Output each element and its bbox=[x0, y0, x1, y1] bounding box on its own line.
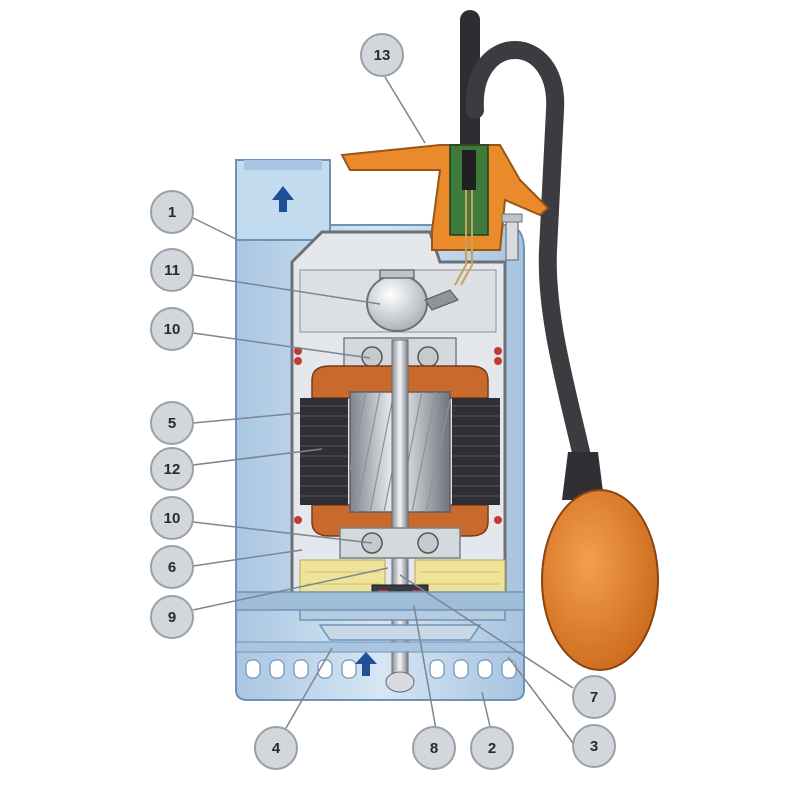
callout-9: 9 bbox=[150, 595, 194, 639]
callout-6: 6 bbox=[150, 545, 194, 589]
svg-text:7: 7 bbox=[590, 689, 598, 706]
float-cable-sleeve bbox=[562, 452, 604, 500]
svg-text:8: 8 bbox=[430, 740, 438, 757]
svg-text:9: 9 bbox=[168, 609, 176, 626]
svg-text:2: 2 bbox=[488, 740, 496, 757]
stator-right bbox=[452, 398, 500, 505]
suction-strainer bbox=[245, 659, 517, 679]
svg-text:13: 13 bbox=[374, 47, 391, 64]
callout-13: 13 bbox=[360, 33, 404, 77]
svg-text:4: 4 bbox=[272, 740, 281, 757]
callout-leaders bbox=[192, 76, 574, 744]
handle bbox=[340, 144, 550, 251]
discharge-flow-arrow bbox=[272, 186, 294, 212]
upper-bearing-right bbox=[417, 346, 439, 368]
lower-bearing-right bbox=[417, 532, 439, 554]
callout-10-upper: 10 bbox=[150, 307, 194, 351]
svg-text:11: 11 bbox=[164, 262, 180, 279]
float-switch bbox=[541, 489, 659, 671]
callout-11: 11 bbox=[150, 248, 194, 292]
callout-10-lower: 10 bbox=[150, 496, 194, 540]
callout-3: 3 bbox=[572, 724, 616, 768]
impeller bbox=[318, 624, 482, 641]
float-cable bbox=[465, 41, 594, 479]
svg-text:12: 12 bbox=[164, 461, 181, 478]
inlet-flow-arrow bbox=[355, 652, 377, 676]
callout-1: 1 bbox=[150, 190, 194, 234]
callout-8: 8 bbox=[412, 726, 456, 770]
callouts: 1 11 10 5 12 10 6 9 bbox=[150, 33, 616, 770]
svg-text:6: 6 bbox=[168, 559, 176, 576]
svg-text:10: 10 bbox=[164, 510, 181, 527]
callout-2: 2 bbox=[470, 726, 514, 770]
callout-4: 4 bbox=[254, 726, 298, 770]
svg-text:1: 1 bbox=[168, 204, 176, 221]
svg-text:10: 10 bbox=[164, 321, 181, 338]
svg-text:3: 3 bbox=[590, 738, 598, 755]
callout-5: 5 bbox=[150, 401, 194, 445]
callout-7: 7 bbox=[572, 675, 616, 719]
o-rings bbox=[294, 347, 502, 524]
callout-12: 12 bbox=[150, 447, 194, 491]
svg-text:5: 5 bbox=[168, 415, 176, 432]
